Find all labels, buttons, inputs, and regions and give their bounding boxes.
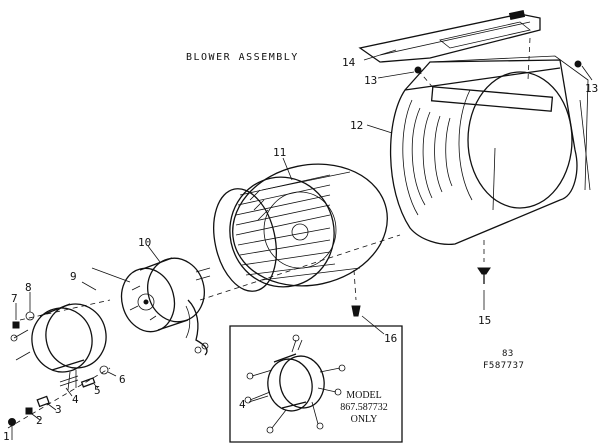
motor-mount bbox=[10, 303, 107, 391]
inset-detail bbox=[229, 325, 403, 443]
leader-16 bbox=[361, 315, 385, 335]
leader-10 bbox=[147, 245, 161, 263]
leader-13b bbox=[581, 65, 593, 81]
callout-16: 16 bbox=[384, 332, 397, 345]
part-code-line1: 83 bbox=[502, 349, 514, 359]
screw-16 bbox=[351, 269, 361, 317]
blower-housing bbox=[389, 55, 591, 246]
nut-7 bbox=[12, 303, 20, 329]
callout-13-left: 13 bbox=[364, 74, 377, 87]
leader-4-inset bbox=[248, 395, 269, 403]
assembly-axis bbox=[199, 234, 401, 301]
screw-15 bbox=[477, 240, 491, 284]
callout-15: 15 bbox=[478, 314, 491, 327]
callout-9: 9 bbox=[70, 270, 77, 283]
leader-14 bbox=[363, 49, 397, 61]
leader-9 bbox=[81, 281, 97, 291]
washer-8 bbox=[25, 292, 35, 321]
callout-13-right: 13 bbox=[585, 82, 598, 95]
blower-wheel bbox=[213, 163, 388, 292]
callout-8: 8 bbox=[25, 281, 32, 294]
callout-4-inset: 4 bbox=[239, 398, 246, 411]
inset-note-line3: ONLY bbox=[351, 414, 378, 425]
leader-12 bbox=[366, 124, 393, 134]
callout-6: 6 bbox=[119, 373, 126, 386]
screw-6 bbox=[99, 365, 117, 377]
callout-1: 1 bbox=[3, 430, 10, 443]
callout-7: 7 bbox=[11, 292, 18, 305]
part-code-line2: F587737 bbox=[483, 361, 524, 371]
callout-12: 12 bbox=[350, 119, 363, 132]
callout-4: 4 bbox=[72, 393, 79, 406]
clip-4 bbox=[59, 375, 79, 397]
blower-motor bbox=[91, 257, 211, 356]
inset-note-line1: MODEL bbox=[346, 390, 382, 401]
callout-5: 5 bbox=[94, 384, 101, 397]
spacer-3 bbox=[36, 395, 57, 411]
callout-2: 2 bbox=[36, 414, 43, 427]
callout-3: 3 bbox=[55, 403, 62, 416]
inset-note-line2: 867.587732 bbox=[340, 402, 388, 413]
nut-2 bbox=[25, 407, 41, 421]
screw-13-right bbox=[574, 60, 582, 68]
diagram-title: BLOWER ASSEMBLY bbox=[186, 52, 299, 63]
screw-5 bbox=[80, 377, 99, 389]
mounting-rail bbox=[358, 10, 541, 63]
leader-11 bbox=[282, 157, 293, 181]
callout-11: 11 bbox=[273, 146, 286, 159]
callout-14: 14 bbox=[342, 56, 356, 69]
leader-13a bbox=[377, 71, 415, 79]
callout-10: 10 bbox=[138, 236, 151, 249]
